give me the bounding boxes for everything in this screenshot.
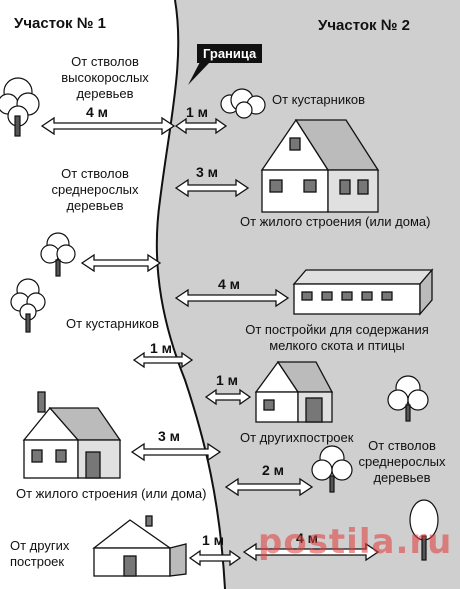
arrow-medium-trees-right — [224, 477, 314, 497]
distance-tall-trees: 4 м — [86, 104, 109, 120]
house-left-icon — [22, 391, 122, 479]
distance-other-left: 1 м — [202, 532, 225, 548]
border-line — [155, 0, 226, 589]
outbuilding-left-icon — [92, 515, 187, 577]
tree-right-3-icon — [409, 499, 439, 561]
tree-medium-left-1-icon — [40, 232, 76, 277]
tree-icons — [0, 77, 439, 561]
border-tag-pointer — [188, 62, 210, 85]
arrow-medium-trees-left — [80, 253, 162, 273]
shrub-icon — [220, 88, 266, 119]
label-livestock: От постройки для содержания мелкого скот… — [245, 322, 429, 353]
tree-right-2-icon — [311, 445, 353, 493]
label-house-left: От жилого строения (или дома) — [16, 486, 207, 501]
arrow-livestock — [174, 288, 290, 308]
label-shrubs-right: От кустарников — [272, 92, 366, 107]
arrow-tall-trees — [40, 116, 176, 136]
arrow-house-left — [130, 442, 222, 462]
distance-other-right: 1 м — [216, 372, 239, 388]
arrow-bottom-right — [242, 542, 380, 562]
label-house-right: От жилого строения (или дома) — [240, 214, 431, 229]
watermark: postila.ru — [258, 522, 453, 562]
tree-medium-left-2-icon — [10, 278, 46, 333]
distance-shrubs-right: 1 м — [186, 104, 209, 120]
arrow-shrubs-right — [174, 117, 228, 135]
label-other-right: От другихпостроек — [240, 430, 354, 445]
tree-tall-icon — [0, 77, 40, 137]
distance-house-right: 3 м — [196, 164, 219, 180]
plot1-title: Участок № 1 — [14, 15, 106, 32]
border-label: Граница — [197, 44, 263, 63]
label-medium-trees-right: От стволов среднерослых деревьев — [358, 438, 446, 485]
arrow-shrubs-left — [132, 351, 194, 369]
arrows — [40, 116, 380, 567]
label-shrubs-left: От кустарников — [66, 316, 160, 331]
distance-shrubs-left: 1 м — [150, 340, 173, 356]
label-medium-trees-left: От стволов среднерослых деревьев — [51, 166, 139, 213]
arrow-house-right — [174, 178, 250, 198]
label-other-left: От других пострoек — [10, 538, 70, 569]
distance-livestock: 4 м — [218, 276, 241, 292]
arrow-other-left — [188, 549, 242, 567]
arrow-other-right — [204, 388, 252, 406]
distance-medium-trees-right: 2 м — [262, 462, 285, 478]
outbuilding-right-icon — [254, 360, 334, 423]
house-right-icon — [260, 118, 380, 213]
tree-right-1-icon — [387, 375, 429, 422]
label-tall-trees: От стволов высокорослых деревьев — [61, 54, 149, 101]
distance-bottom-right: 4 м — [296, 530, 319, 546]
distance-house-left: 3 м — [158, 428, 181, 444]
plot2-title: Участок № 2 — [318, 17, 410, 34]
livestock-building-icon — [292, 268, 434, 316]
